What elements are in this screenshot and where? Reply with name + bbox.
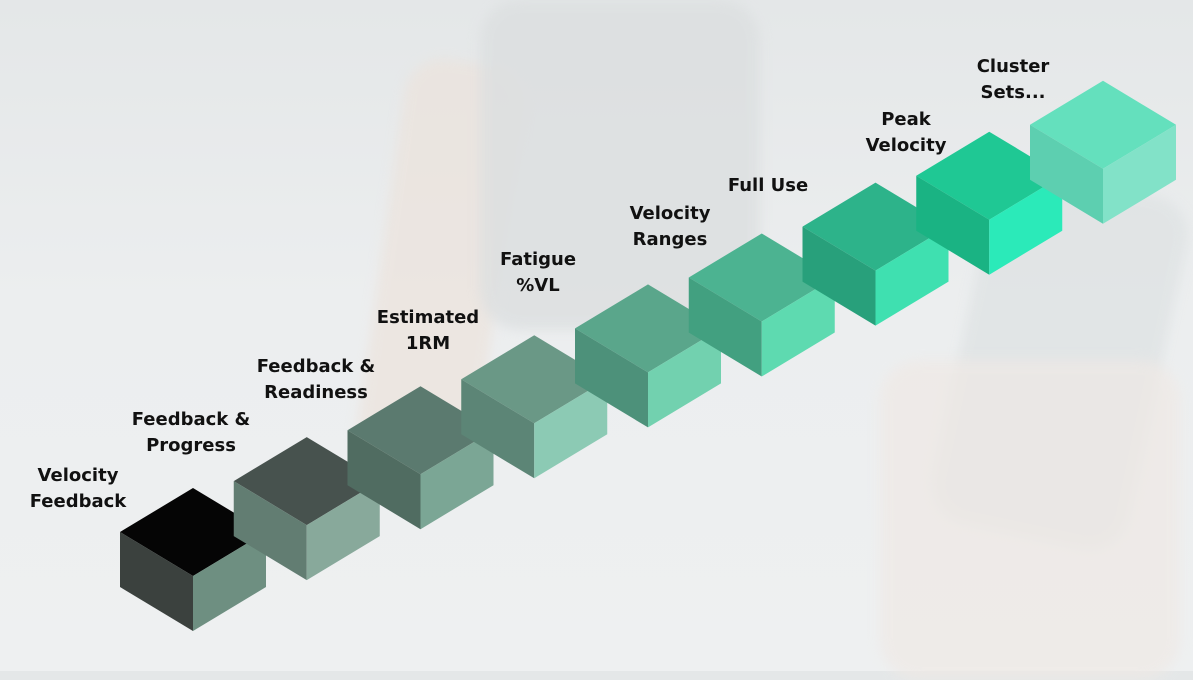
cube-face-left [575, 328, 648, 428]
cube-step-8 [916, 131, 1063, 275]
cube-step-4 [461, 335, 608, 479]
cube-face-right [420, 430, 494, 530]
cube-face-right [648, 328, 721, 428]
cube-face-left [802, 226, 876, 326]
cube-face-right [1103, 124, 1176, 224]
step-label: Fatigue%VL [499, 249, 577, 296]
step-label: Full Use [727, 175, 809, 196]
step-label: Feedback &Progress [131, 409, 251, 456]
step-label: Feedback &Readiness [256, 356, 376, 403]
cube-face-right [875, 226, 949, 326]
cube-step-1 [120, 488, 266, 631]
cube-step-9 [1030, 80, 1176, 224]
cube-face-right [193, 532, 266, 631]
cube-step-3 [347, 386, 494, 530]
cube-step-6 [688, 233, 835, 377]
cube-face-top [233, 437, 380, 526]
cube-face-left [233, 481, 307, 581]
cube-face-right [989, 175, 1063, 275]
cube-step-7 [802, 182, 949, 326]
cube-face-left [916, 175, 990, 275]
cube-face-right [761, 277, 835, 377]
cube-face-left [1030, 124, 1103, 224]
cube-face-left [347, 430, 421, 530]
cube-face-left [120, 532, 193, 631]
cube-face-left [461, 379, 535, 479]
cube-face-right [306, 481, 380, 581]
cube-face-left [688, 277, 762, 377]
cube-step-5 [575, 284, 721, 428]
background-photo-hand-right [880, 360, 1180, 680]
cube-step-2 [233, 437, 380, 581]
cube-face-right [534, 379, 608, 479]
